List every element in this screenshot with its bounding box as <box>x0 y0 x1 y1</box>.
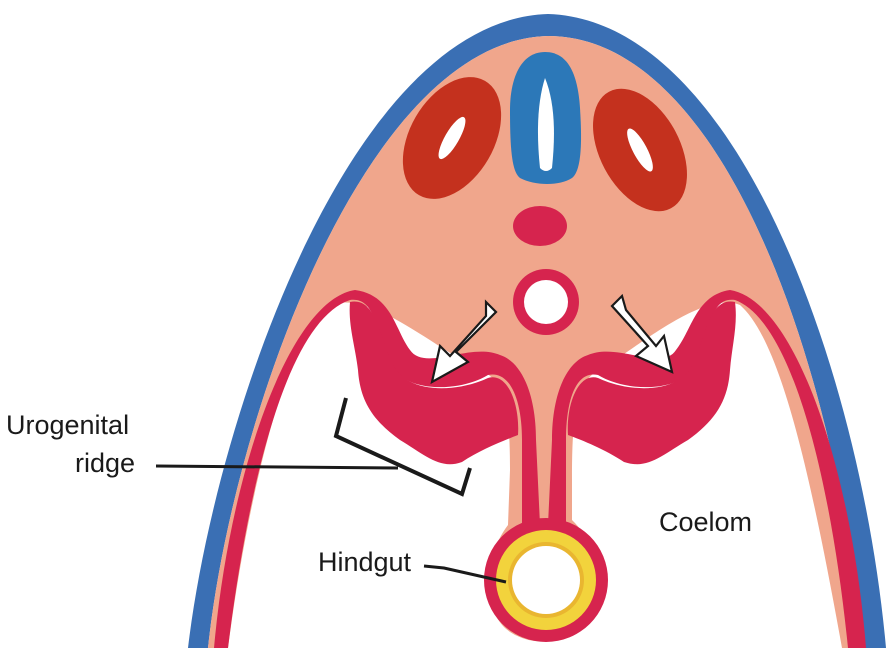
hindgut-label: Hindgut <box>318 547 411 577</box>
urogenital-ridge-label-line1: Urogenital <box>6 410 129 440</box>
coelom-label: Coelom <box>659 507 752 537</box>
notochord <box>513 206 567 246</box>
urogenital-ridge-label-line2: ridge <box>75 448 135 478</box>
hindgut-lumen <box>512 546 580 614</box>
dorsal-aorta-lumen <box>524 280 568 324</box>
urogenital-leader-line <box>156 466 398 468</box>
